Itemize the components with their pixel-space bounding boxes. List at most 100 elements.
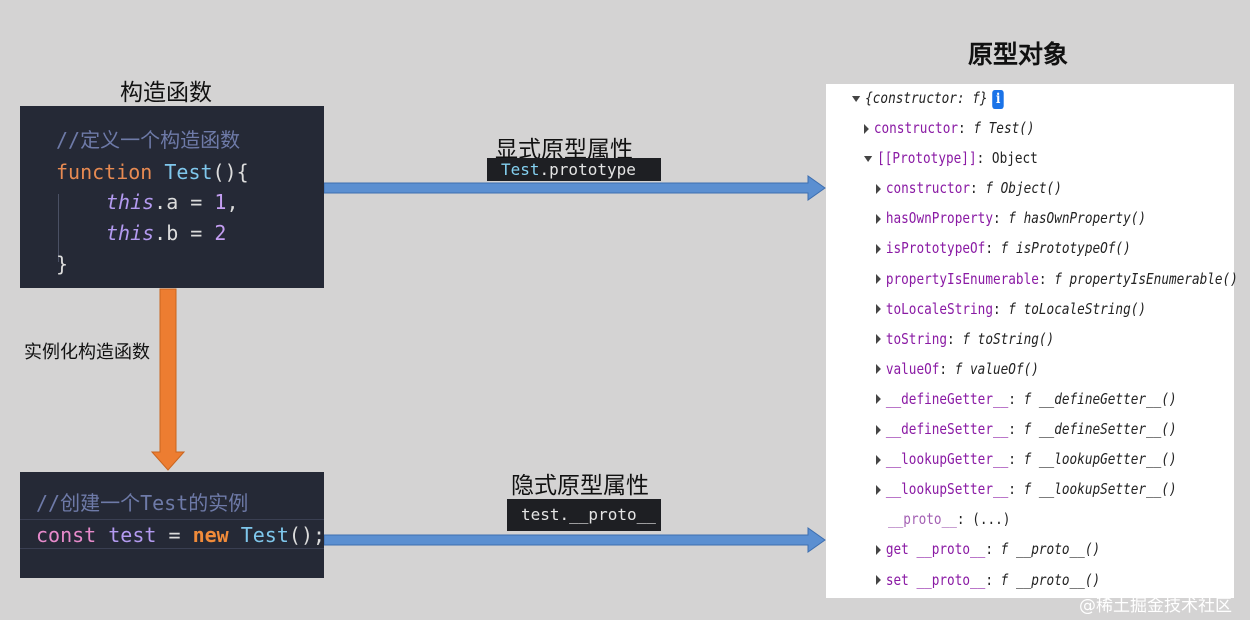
expand-triangle-icon[interactable]: [876, 424, 881, 435]
f-symbol: f: [1008, 209, 1016, 228]
property-separator: :: [985, 239, 1001, 258]
property-separator: :: [1008, 480, 1024, 499]
property-separator: :: [985, 570, 1001, 589]
property-row[interactable]: constructor: f Object(): [876, 178, 1062, 198]
expand-triangle-icon[interactable]: [876, 364, 881, 375]
f-symbol: f: [1023, 480, 1032, 499]
f-symbol: f: [962, 329, 971, 348]
expand-triangle-icon[interactable]: [876, 575, 881, 585]
paren-open: (){: [212, 160, 249, 184]
code-comment: //定义一个构造函数: [56, 128, 240, 152]
keyword-this: this: [106, 221, 155, 245]
property-value: __lookupSetter__(): [1031, 480, 1177, 499]
property-key: propertyIsEnumerable: [885, 269, 1039, 288]
expand-triangle-icon[interactable]: [852, 95, 861, 102]
expand-triangle-icon[interactable]: [876, 183, 881, 194]
instantiate-arrow: [150, 288, 186, 471]
property-key: __defineSetter__: [885, 420, 1009, 438]
instance-code-block: //创建一个Test的实例 const test = new Test();: [20, 472, 325, 578]
property-row[interactable]: __defineGetter__: f __defineGetter__(): [876, 389, 1177, 409]
property-value: Test(): [980, 119, 1035, 137]
property-row[interactable]: __lookupSetter__: f __lookupSetter__(): [876, 479, 1177, 499]
property-row[interactable]: [[Prototype]]: Object: [864, 148, 1038, 168]
info-icon[interactable]: i: [992, 90, 1004, 109]
property-row[interactable]: propertyIsEnumerable: f propertyIsEnumer…: [876, 269, 1238, 289]
property-separator: :: [970, 179, 986, 198]
property-key: get __proto__: [885, 540, 986, 559]
devtools-object-panel: {constructor: f}i constructor: f Test()[…: [826, 84, 1238, 598]
expand-triangle-icon[interactable]: [876, 484, 881, 495]
property-row[interactable]: toLocaleString: f toLocaleString(): [876, 299, 1146, 319]
collapse-triangle-icon[interactable]: [864, 155, 873, 162]
property-row[interactable]: __defineSetter__: f __defineSetter__(): [876, 419, 1177, 439]
brace-close: }: [56, 252, 69, 276]
property-row[interactable]: __lookupGetter__: f __lookupGetter__(): [876, 449, 1177, 469]
instantiate-label: 实例化构造函数: [24, 342, 150, 363]
root-object-row[interactable]: {constructor: f}i: [852, 88, 1004, 109]
property-value: isPrototypeOf(): [1008, 239, 1131, 258]
property-value: __proto__(): [1008, 570, 1101, 589]
property-row[interactable]: hasOwnProperty: f hasOwnProperty(): [876, 208, 1146, 228]
property-row[interactable]: toString: f toString(): [876, 329, 1054, 349]
code-line-b: this.b = 2: [106, 221, 226, 245]
property-separator: :: [1008, 450, 1024, 469]
property-key: constructor: [885, 179, 971, 198]
property-separator: :: [1008, 389, 1024, 408]
indent-guide: [58, 194, 59, 262]
function-name: Test: [164, 160, 213, 184]
property-value: (...): [972, 510, 1011, 529]
property-value: __defineSetter__(): [1031, 420, 1177, 438]
keyword-const: const: [36, 523, 97, 547]
property-key: __proto__: [888, 510, 957, 529]
f-symbol: f: [1000, 570, 1009, 589]
implicit-proto-heading: 隐式原型属性: [511, 473, 649, 499]
code-line-const: const test = new Test();: [36, 523, 325, 547]
keyword-function: function: [56, 160, 153, 184]
tag-object-name: Test: [501, 160, 540, 179]
property-key: constructor: [873, 119, 959, 137]
f-symbol: f: [985, 179, 993, 198]
property-key: __lookupSetter__: [885, 480, 1009, 499]
property-row[interactable]: isPrototypeOf: f isPrototypeOf(): [876, 238, 1131, 258]
code-comment: //创建一个Test的实例: [36, 491, 248, 515]
number-value: 1: [214, 190, 227, 214]
expand-triangle-icon[interactable]: [876, 454, 881, 465]
property-value: __proto__(): [1008, 540, 1101, 559]
prototype-object-heading: 原型对象: [968, 40, 1069, 69]
expand-triangle-icon[interactable]: [876, 394, 881, 405]
property-separator: :: [992, 209, 1009, 228]
expand-triangle-icon[interactable]: [876, 544, 881, 555]
property-key: __lookupGetter__: [885, 450, 1009, 469]
constructor-heading: 构造函数: [120, 80, 212, 106]
property-key: [[Prototype]]: [877, 149, 977, 168]
prop-a: .a =: [154, 190, 215, 214]
property-value: __defineGetter__(): [1031, 389, 1177, 408]
code-line-close: }: [56, 252, 68, 276]
property-key: isPrototypeOf: [885, 239, 986, 258]
f-symbol: f: [973, 119, 981, 137]
f-symbol: f: [954, 359, 963, 378]
property-key: valueOf: [885, 359, 940, 378]
property-separator: :: [1038, 269, 1055, 288]
property-value: Object(): [992, 179, 1062, 198]
property-row[interactable]: get __proto__: f __proto__(): [876, 539, 1100, 559]
expand-triangle-icon[interactable]: [864, 123, 869, 134]
expand-triangle-icon[interactable]: [876, 274, 881, 284]
expand-triangle-icon[interactable]: [876, 213, 881, 224]
prop-b: .b =: [154, 221, 215, 245]
comment-text: //创建一个Test的实例: [36, 491, 249, 515]
property-row[interactable]: __proto__: (...): [888, 509, 1010, 529]
property-key: __defineGetter__: [885, 389, 1009, 408]
property-value: valueOf(): [962, 359, 1039, 378]
property-row[interactable]: constructor: f Test(): [864, 118, 1035, 138]
expand-triangle-icon[interactable]: [876, 304, 881, 315]
property-separator: :: [985, 540, 1001, 559]
constructor-code-block: //定义一个构造函数 function Test(){ this.a = 1, …: [20, 106, 324, 288]
explicit-proto-tag: Test.prototype: [487, 158, 661, 181]
f-symbol: f: [1023, 389, 1032, 408]
property-row[interactable]: set __proto__: f __proto__(): [876, 570, 1100, 590]
expand-triangle-icon[interactable]: [876, 334, 881, 345]
expand-triangle-icon[interactable]: [876, 243, 881, 254]
property-row[interactable]: valueOf: f valueOf(): [876, 359, 1039, 379]
